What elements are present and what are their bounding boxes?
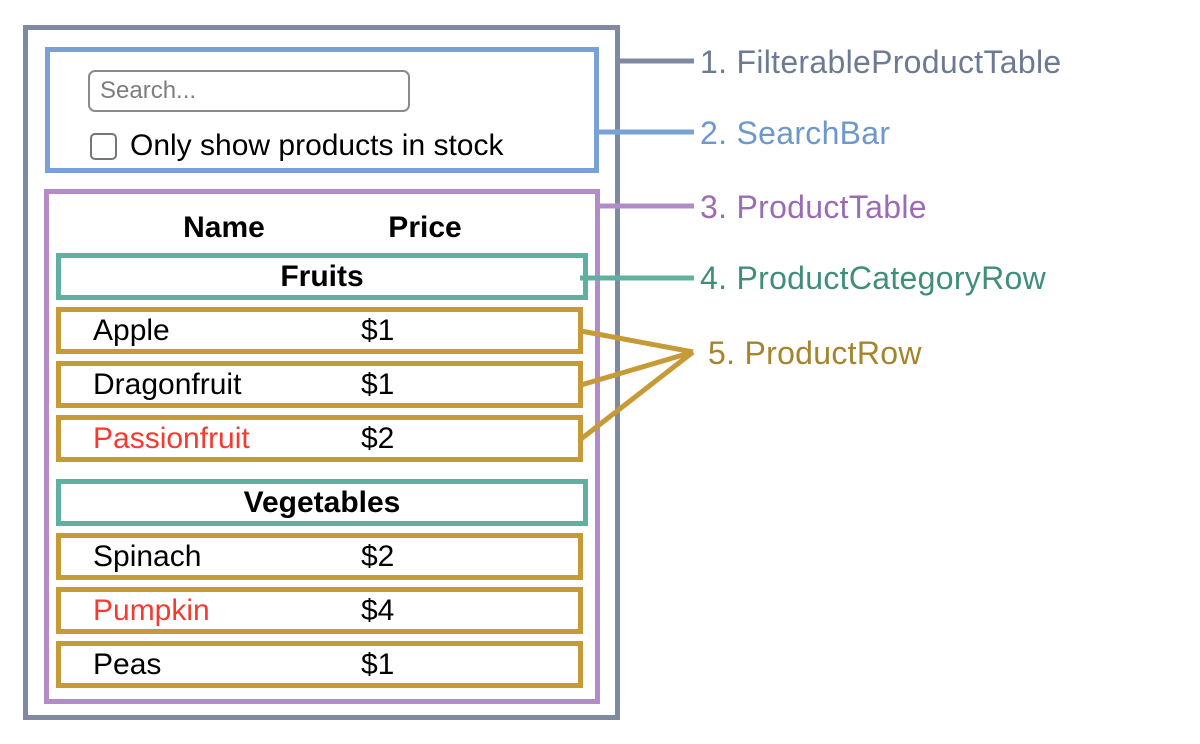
product-name: Dragonfruit: [93, 368, 242, 401]
label-search-bar: 2. SearchBar: [700, 115, 891, 151]
product-price: $1: [361, 368, 395, 401]
search-bar-box: Only show products in stock: [45, 47, 599, 173]
label-product-category-row: 4. ProductCategoryRow: [700, 260, 1047, 296]
product-row: Passionfruit $2: [56, 415, 583, 462]
product-category-row: Vegetables: [56, 479, 588, 526]
product-price: $2: [361, 422, 395, 455]
stock-filter-row: Only show products in stock: [90, 129, 504, 163]
product-name: Apple: [93, 314, 170, 347]
product-row: Pumpkin $4: [56, 587, 583, 634]
product-name: Pumpkin: [93, 594, 210, 627]
label-filterable-product-table: 1. FilterableProductTable: [700, 44, 1062, 80]
product-name: Passionfruit: [93, 422, 250, 455]
in-stock-checkbox[interactable]: [90, 132, 117, 160]
filterable-product-table-box: Only show products in stock Name Price F…: [23, 25, 620, 720]
product-price: $1: [361, 314, 395, 347]
table-header-row: Name Price: [49, 194, 595, 253]
product-price: $2: [361, 540, 395, 573]
product-price: $4: [361, 594, 395, 627]
column-header-price: Price: [388, 211, 462, 244]
in-stock-checkbox-label: Only show products in stock: [130, 129, 504, 162]
search-input[interactable]: [88, 70, 410, 112]
product-name: Spinach: [93, 540, 202, 573]
column-header-name: Name: [183, 211, 265, 244]
product-row: Dragonfruit $1: [56, 361, 583, 408]
label-product-table: 3. ProductTable: [700, 189, 927, 225]
product-name: Peas: [93, 648, 162, 681]
product-price: $1: [361, 648, 395, 681]
product-row: Spinach $2: [56, 533, 583, 580]
product-category-row: Fruits: [56, 253, 588, 300]
product-row: Apple $1: [56, 307, 583, 354]
product-row: Peas $1: [56, 641, 583, 688]
label-product-row: 5. ProductRow: [708, 335, 922, 371]
